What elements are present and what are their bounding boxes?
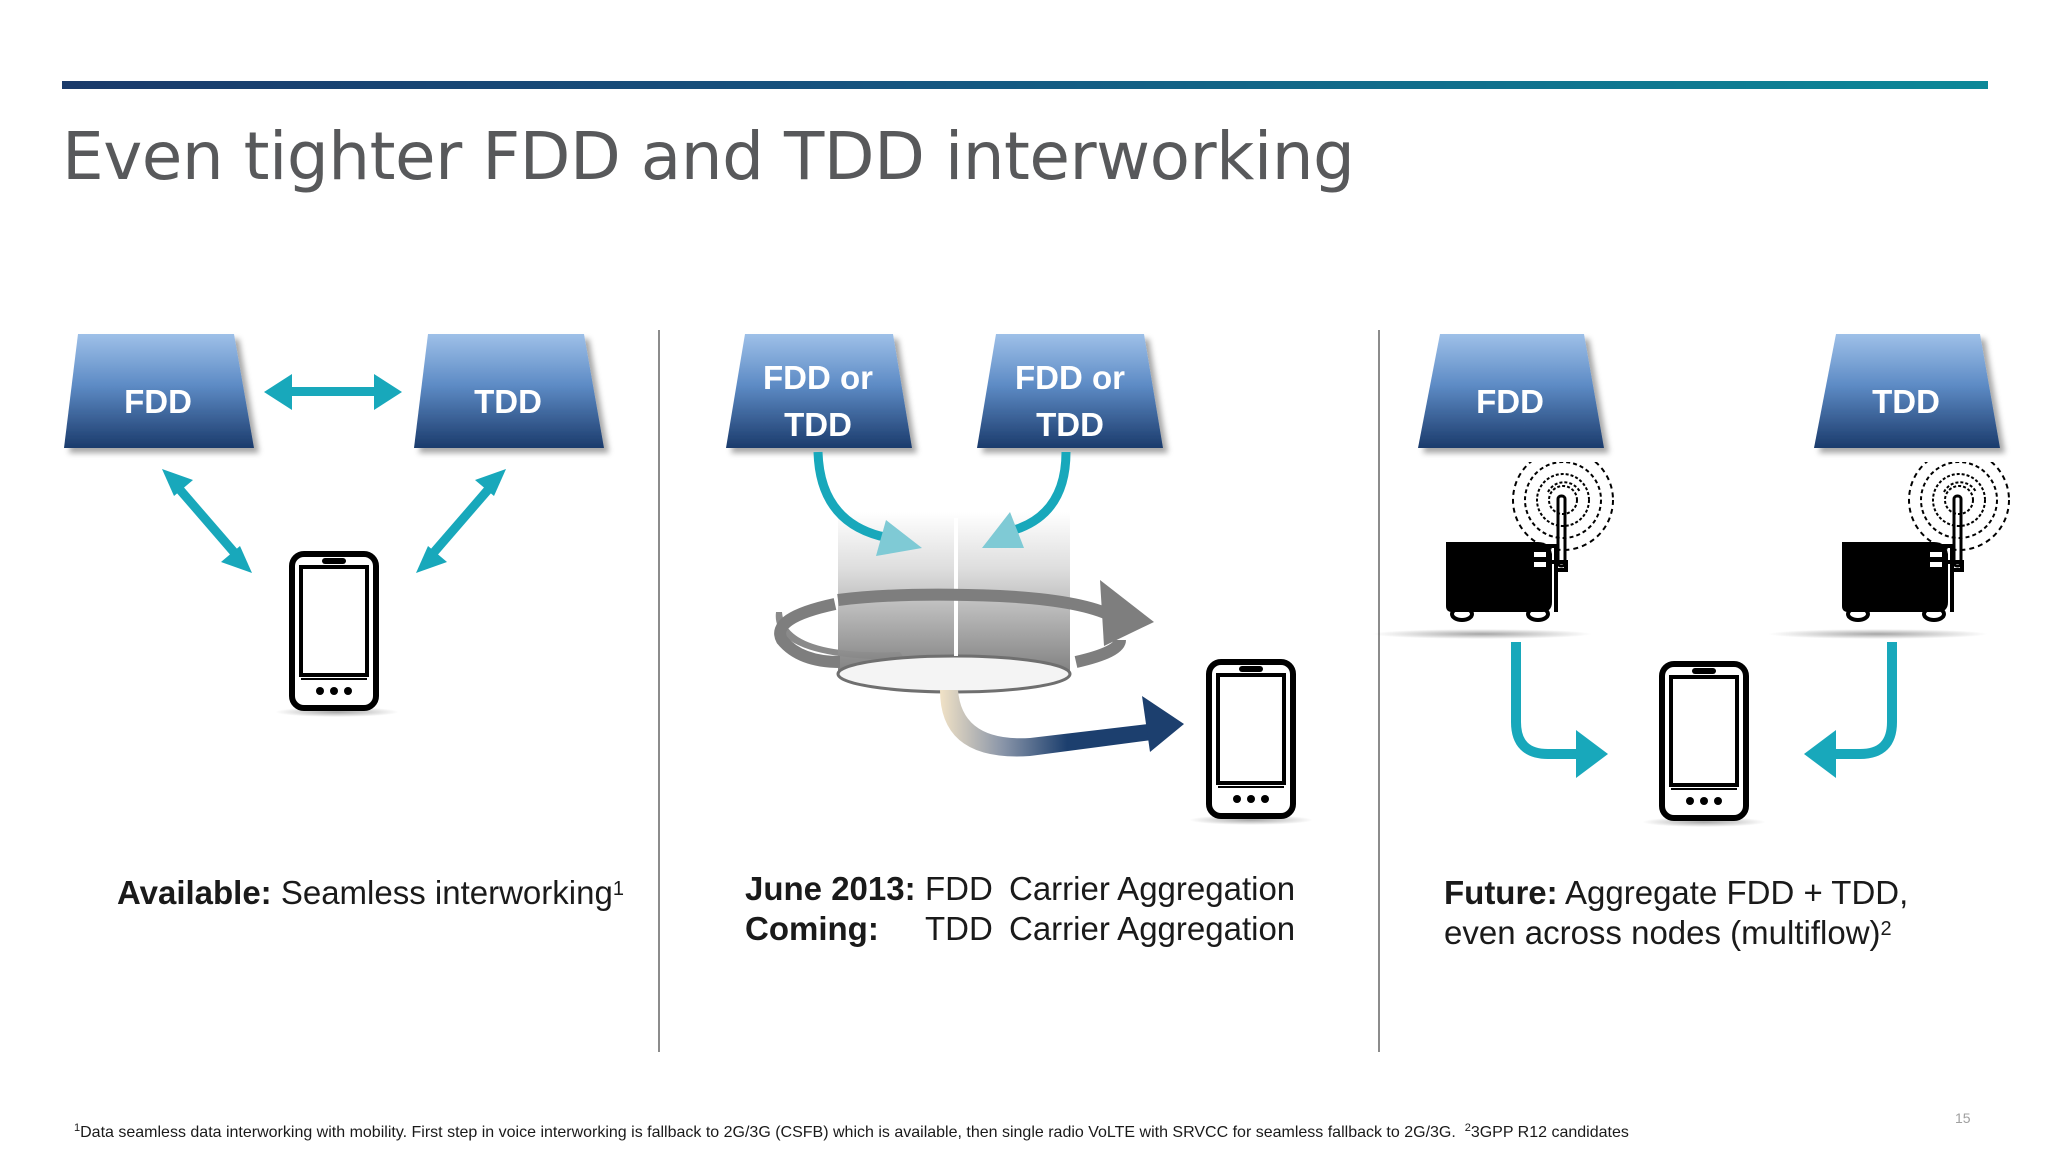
fdd-box	[64, 334, 254, 448]
double-arrow-fdd-phone	[162, 469, 252, 573]
phone-icon-3	[1662, 664, 1746, 818]
fdd-or-tdd-box-left	[726, 334, 912, 448]
header-accent-bar	[62, 81, 1988, 89]
footnote-text2: 3GPP R12 candidates	[1470, 1124, 1629, 1141]
panel-divider-2	[1378, 330, 1380, 1052]
basestation-left-shadow	[1372, 629, 1592, 639]
tdd-box-label: TDD	[474, 383, 542, 420]
panel3-caption: Future: Aggregate FDD + TDD, even across…	[1444, 873, 1908, 953]
panel1-caption-sup: 1	[612, 878, 624, 900]
page-number: 15	[1955, 1110, 1971, 1126]
panel3-caption-sup: 2	[1880, 918, 1892, 940]
row2-value: Carrier Aggregation	[1009, 910, 1296, 947]
row2-key: Coming:	[745, 910, 879, 947]
tdd-box-3-label: TDD	[1872, 383, 1940, 420]
panel2-caption: June 2013: FDD Carrier Aggregation Comin…	[745, 869, 1295, 949]
basestation-right-shadow	[1768, 629, 1988, 639]
curved-arrow-left-box	[813, 451, 922, 556]
box-right-line2: TDD	[1036, 406, 1104, 443]
panel1-caption-label: Available:	[117, 874, 272, 911]
phone-icon-2	[1209, 662, 1293, 816]
footnote-text1: Data seamless data interworking with mob…	[80, 1124, 1456, 1141]
fdd-box-3-label: FDD	[1476, 383, 1544, 420]
box-right-line1: FDD or	[1015, 359, 1125, 396]
footnote-sup1: 1	[74, 1122, 81, 1134]
panel3-caption-label: Future:	[1444, 874, 1558, 911]
panel1-diagram: FDD TDD	[64, 334, 604, 717]
arrow-right-station-to-phone	[1804, 642, 1897, 778]
fdd-box-label: FDD	[124, 383, 192, 420]
panel3-caption-line2: even across nodes (multiflow)	[1444, 914, 1881, 951]
arrow-left-station-to-phone	[1511, 642, 1608, 778]
row1-key: June 2013:	[745, 870, 916, 907]
fdd-box-3	[1418, 334, 1604, 448]
footnote: 1Data seamless data interworking with mo…	[74, 1122, 1629, 1142]
panel1-caption: Available: Seamless interworking1	[117, 873, 624, 913]
panel2-diagram: FDD or TDD FDD or TDD	[726, 334, 1313, 825]
panel-divider-1	[658, 330, 660, 1052]
tdd-box	[414, 334, 604, 448]
row2-type: TDD	[925, 910, 993, 947]
box-left-line2: TDD	[784, 406, 852, 443]
footnote-sup2: 2	[1464, 1122, 1471, 1134]
double-arrow-fdd-tdd	[264, 374, 402, 410]
double-arrow-tdd-phone	[416, 469, 506, 573]
row1-type: FDD	[925, 870, 993, 907]
base-station-right-icon	[1840, 462, 2011, 622]
phone-icon	[292, 554, 376, 708]
base-station-left-icon	[1444, 462, 1615, 622]
fdd-or-tdd-box-right	[977, 334, 1163, 448]
curved-arrow-right-box	[982, 451, 1071, 548]
panel1-caption-text: Seamless interworking	[280, 874, 613, 911]
page-title: Even tighter FDD and TDD interworking	[62, 118, 1355, 195]
tdd-box-3	[1814, 334, 2000, 448]
rotation-arrow	[774, 580, 1154, 668]
panel3-caption-line1: Aggregate FDD + TDD,	[1565, 874, 1909, 911]
panel3-diagram: FDD TDD	[1372, 334, 2011, 827]
box-left-line1: FDD or	[763, 359, 873, 396]
output-arrow-to-phone	[940, 690, 1184, 757]
row1-value: Carrier Aggregation	[1009, 870, 1296, 907]
